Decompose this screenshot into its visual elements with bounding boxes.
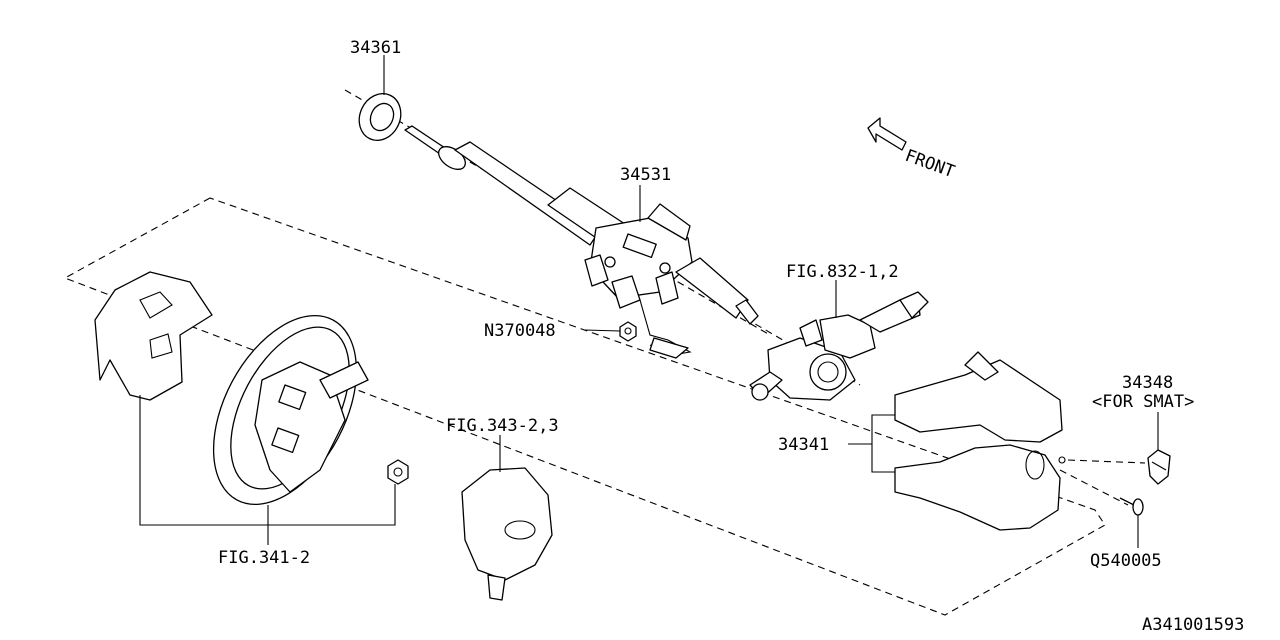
combination-switch-fig832 xyxy=(749,291,929,401)
figure-ref-341: FIG.341-2 xyxy=(218,548,310,568)
smat-note: <FOR SMAT> xyxy=(1092,392,1194,412)
clip-34348 xyxy=(1147,449,1171,485)
wheel-nut xyxy=(387,459,409,485)
part-number-Q540005: Q540005 xyxy=(1090,551,1162,571)
part-number-34361: 34361 xyxy=(350,38,401,58)
diagram-id: A341001593 xyxy=(1142,615,1244,635)
steering-wheel xyxy=(212,314,369,506)
figure-ref-343: FIG.343-2,3 xyxy=(446,416,559,436)
part-number-34341: 34341 xyxy=(778,435,829,455)
nut-N370048 xyxy=(619,321,637,342)
steering-column-34531 xyxy=(404,125,759,359)
screw-alignment-line xyxy=(1059,469,1129,506)
airbag-module-fig343 xyxy=(461,467,553,601)
front-label: FRONT xyxy=(902,146,957,182)
part-number-34531: 34531 xyxy=(620,165,671,185)
seal-ring-34361 xyxy=(358,93,402,141)
figure-ref-832: FIG.832-1,2 xyxy=(786,262,899,282)
bracket-34341 xyxy=(871,414,895,473)
part-number-34348: 34348 xyxy=(1122,373,1173,393)
clip-alignment-line xyxy=(1067,459,1146,464)
column-cover-34341 xyxy=(894,351,1066,531)
assembly-dashed-outline xyxy=(63,197,1106,616)
part-number-N370048: N370048 xyxy=(484,321,556,341)
front-arrow-icon xyxy=(867,117,907,151)
screw-Q540005 xyxy=(1119,497,1144,516)
steering-wheel-rear-cover xyxy=(94,271,213,401)
leader-N370048 xyxy=(584,329,621,332)
